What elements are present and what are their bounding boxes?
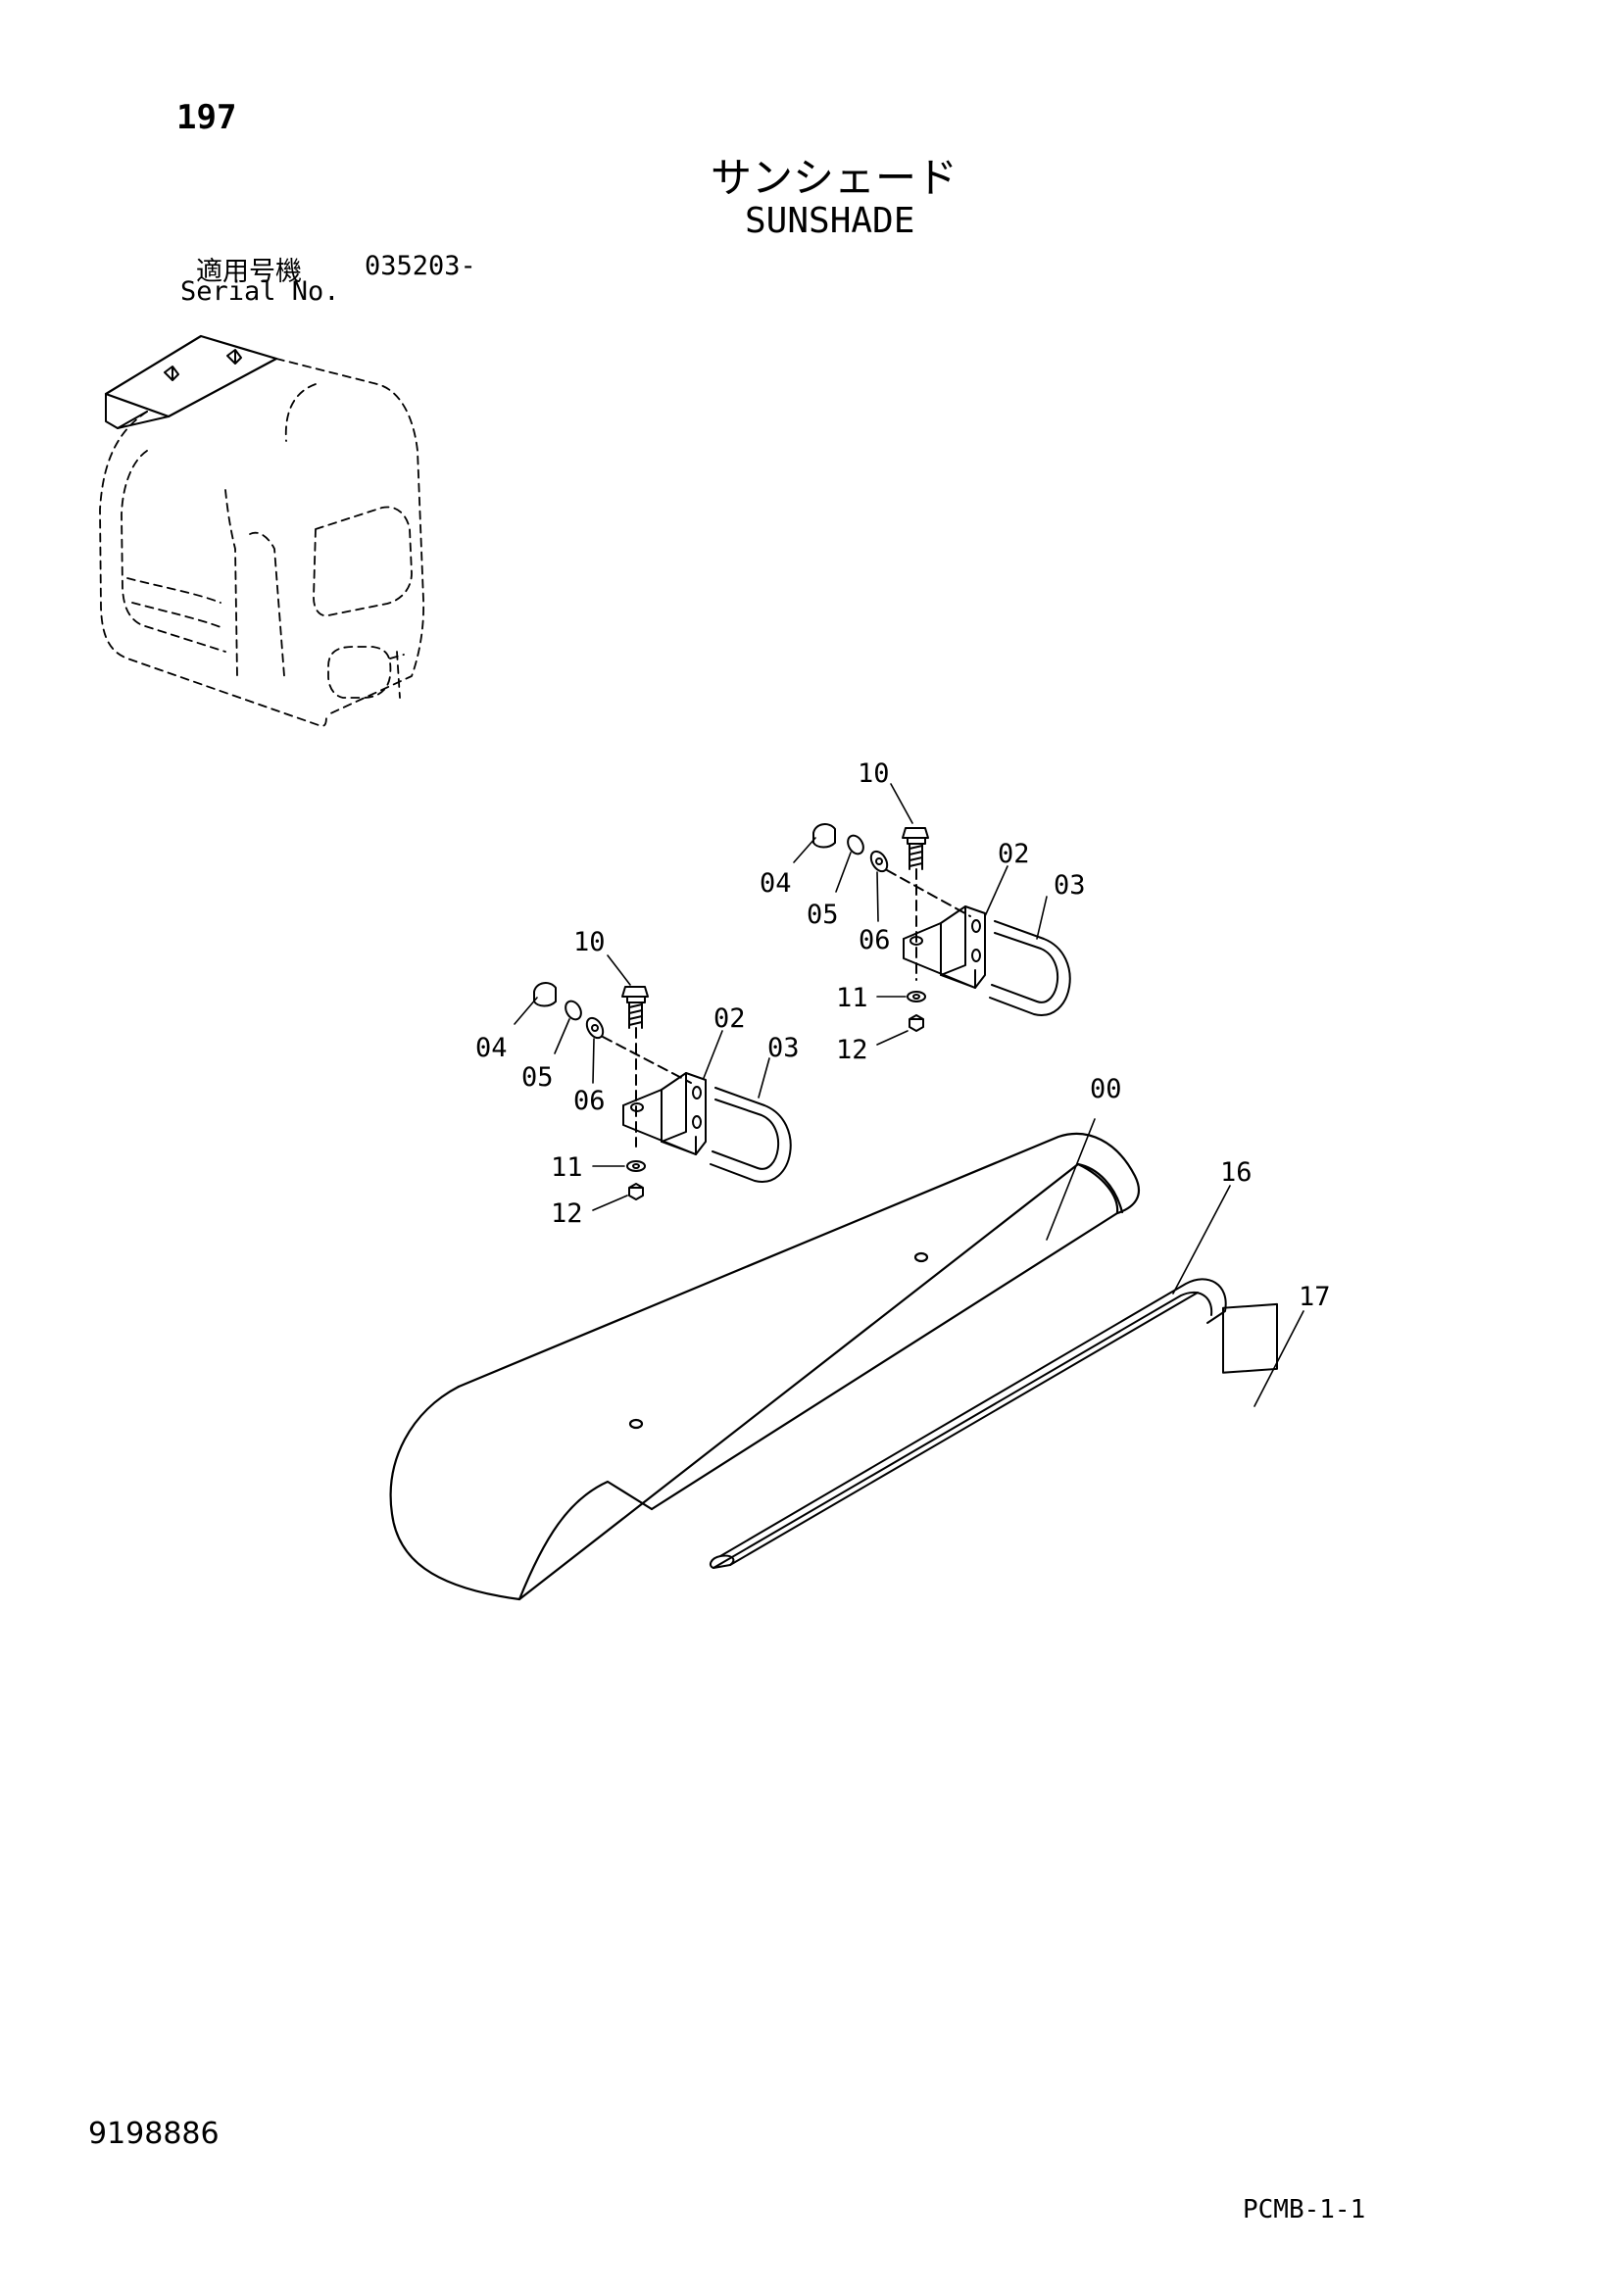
- sunshade-panel: [389, 1132, 1141, 1601]
- bracket-assembly-right: [812, 823, 1071, 1032]
- callout-12-left: 12: [551, 1198, 583, 1229]
- page-title: SUNSHADE: [745, 201, 915, 241]
- document-number: 9198886: [88, 2117, 220, 2151]
- bracket-assembly-left: [533, 982, 792, 1200]
- page-code: PCMB-1-1: [1243, 2195, 1366, 2224]
- callout-03-left: 03: [767, 1033, 800, 1063]
- callout-06-left: 06: [573, 1086, 606, 1116]
- leader-lines: [514, 783, 1304, 1407]
- callout-03-right: 03: [1054, 870, 1086, 901]
- callout-12-right: 12: [836, 1035, 868, 1065]
- cab-overview-illustration: [99, 334, 425, 727]
- callout-04-right: 04: [760, 868, 792, 899]
- callout-10-right: 10: [858, 758, 890, 789]
- callout-labels: 10 02 03 04 05 06 11 12 10 02 03 04 05 0…: [475, 758, 1331, 1312]
- callout-02-left: 02: [713, 1003, 746, 1034]
- callout-05-right: 05: [807, 900, 839, 930]
- page-number: 197: [176, 98, 237, 137]
- label-plate: [1222, 1302, 1278, 1374]
- callout-16: 16: [1220, 1157, 1253, 1188]
- page-title-japanese: サンシェード: [711, 154, 958, 202]
- callout-06-right: 06: [859, 925, 891, 955]
- callout-00: 00: [1090, 1074, 1122, 1104]
- serial-number-value: 035203-: [365, 251, 476, 281]
- callout-05-left: 05: [521, 1062, 554, 1093]
- callout-02-right: 02: [998, 839, 1030, 869]
- callout-11-left: 11: [551, 1152, 583, 1183]
- callout-04-left: 04: [475, 1033, 508, 1063]
- serial-label: Serial No.: [180, 276, 340, 307]
- callout-17: 17: [1299, 1282, 1331, 1312]
- serial-label-japanese: 適用号機: [196, 257, 302, 287]
- callout-10-left: 10: [573, 927, 606, 957]
- edge-trim: [709, 1278, 1227, 1569]
- callout-11-right: 11: [836, 983, 868, 1013]
